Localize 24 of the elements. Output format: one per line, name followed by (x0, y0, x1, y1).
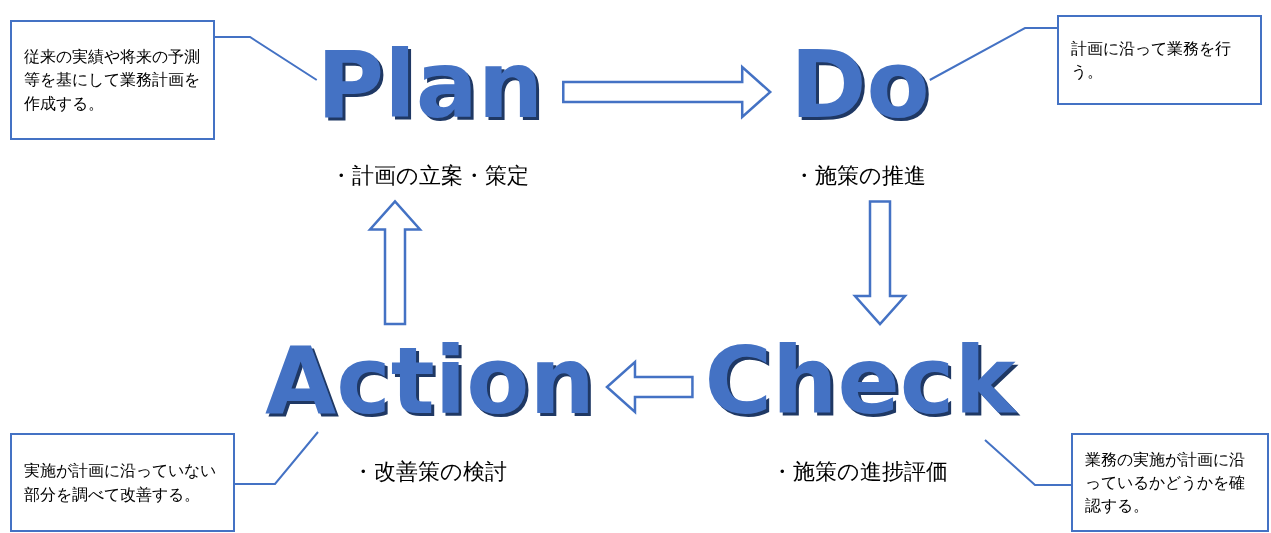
stage-title: Plan (316, 40, 544, 132)
stage-description: ・施策の進捗評価 (771, 458, 949, 486)
stage-title: Action (265, 336, 595, 428)
stage-description: ・施策の推進 (793, 162, 927, 190)
callout-text: 業務の実施が計画に沿っているかどうかを確認する。 (1085, 448, 1246, 518)
callout-box (1057, 15, 1262, 105)
callout-text: 従来の実績や将来の予測等を基にして業務計画を作成する。 (24, 46, 201, 115)
stage-title: Check (704, 336, 1016, 428)
stage-description: ・計画の立案・策定 (330, 162, 530, 190)
leader-line (984, 439, 1072, 486)
callout-text: 実施が計画に沿っていない部分を調べて改善する。 (24, 460, 217, 506)
hollow-arrow (367, 199, 423, 326)
stage-title: Do (790, 40, 930, 132)
callout-box (1071, 433, 1269, 532)
hollow-arrow (852, 200, 908, 326)
hollow-arrow (605, 359, 694, 415)
callout-box (10, 20, 215, 140)
stage-description: ・改善策の検討 (352, 458, 508, 486)
leader-line (928, 27, 1058, 81)
leader-line (234, 431, 319, 485)
hollow-arrow (562, 64, 773, 120)
callout-text: 計画に沿って業務を行う。 (1071, 37, 1232, 83)
callout-box (10, 433, 235, 532)
leader-line (214, 36, 318, 81)
